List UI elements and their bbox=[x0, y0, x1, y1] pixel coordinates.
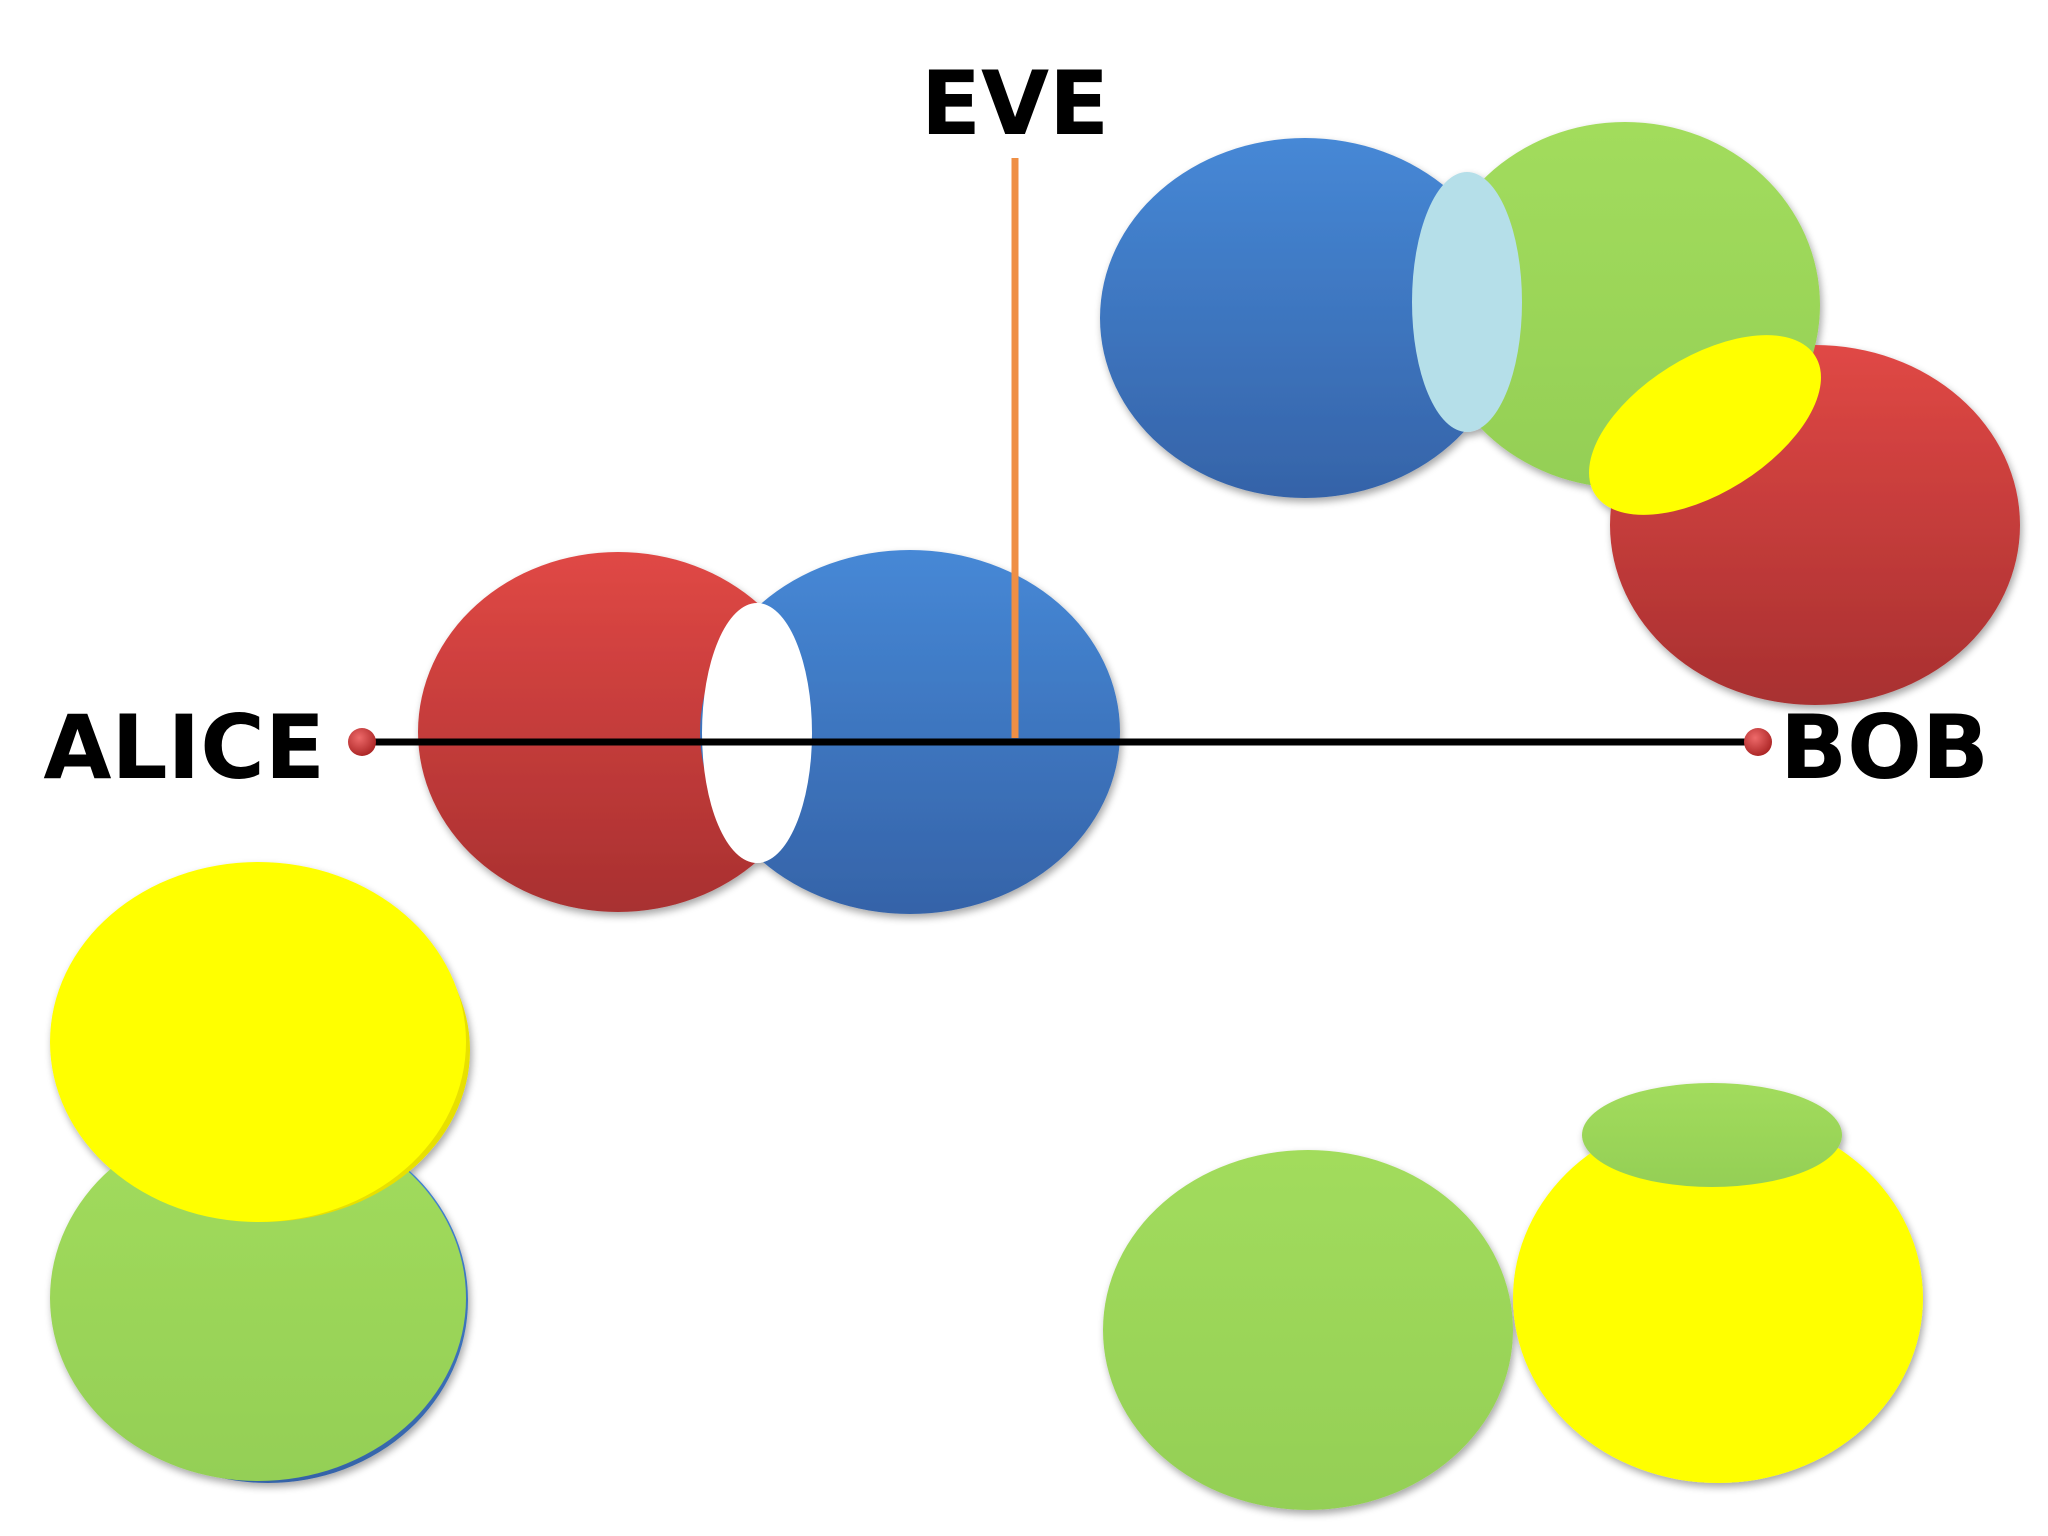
eve-label: EVE bbox=[921, 52, 1109, 155]
bottom-right-group bbox=[1103, 1083, 1923, 1510]
bob-endpoint-dot bbox=[1744, 728, 1772, 756]
top-right-group bbox=[1100, 122, 2020, 705]
bottom-right-yellow-ellipse bbox=[1513, 1113, 1923, 1483]
bottom-right-small-green-ellipse bbox=[1582, 1083, 1842, 1187]
bottom-left-group bbox=[50, 862, 470, 1483]
bottom-left-yellow-ellipse bbox=[50, 862, 466, 1222]
center-white-overlap bbox=[702, 603, 812, 863]
alice-label: ALICE bbox=[43, 696, 325, 799]
top-right-light-blue-overlap bbox=[1412, 172, 1522, 432]
top-right-yellow-ellipse bbox=[1589, 335, 1821, 515]
bottom-left-green-ellipse bbox=[50, 1115, 466, 1481]
bob-label: BOB bbox=[1780, 696, 1989, 799]
bottom-right-green-ellipse bbox=[1103, 1150, 1513, 1510]
alice-endpoint-dot bbox=[348, 728, 376, 756]
top-right-blue-ellipse bbox=[1100, 138, 1510, 498]
